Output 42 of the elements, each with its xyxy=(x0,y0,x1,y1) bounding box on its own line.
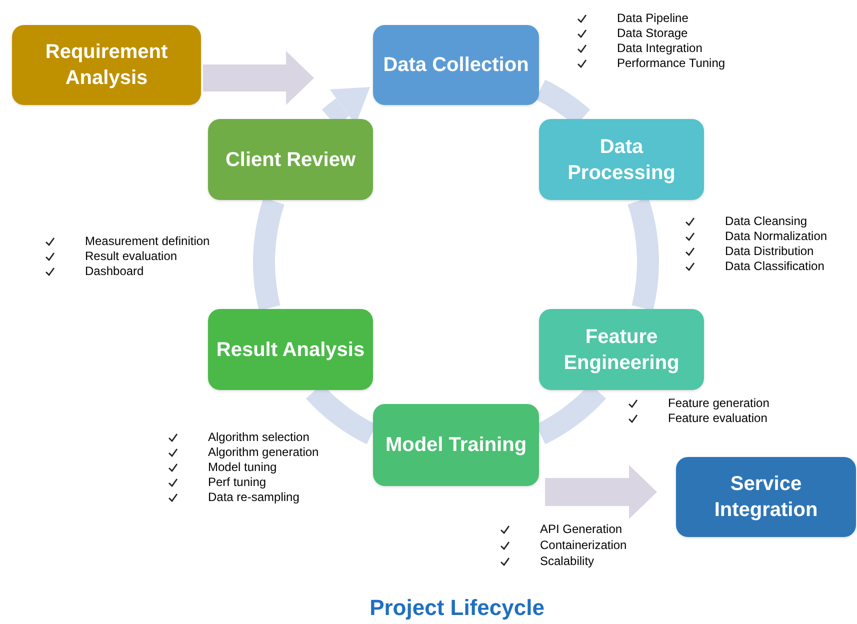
checklist-item: Feature generation xyxy=(668,396,770,411)
box-title: Data Collection xyxy=(383,53,529,78)
box-title: Result Analysis xyxy=(216,338,365,362)
checklist-item: Containerization xyxy=(540,538,627,553)
process-box xyxy=(539,309,704,390)
checklist-item: Data Cleansing xyxy=(725,214,808,229)
checklist-item: Perf tuning xyxy=(208,475,266,490)
box-title: Service Integration xyxy=(713,472,819,523)
box-title: Data Processing xyxy=(566,134,676,186)
checklist-item: Performance Tuning xyxy=(617,56,726,71)
checklist-item: Feature evaluation xyxy=(668,411,768,426)
checklist-item: Result evaluation xyxy=(85,249,178,264)
checklist-item: Measurement definition xyxy=(85,234,210,249)
checklist-item: Data Classification xyxy=(725,259,824,274)
box-title: Model Training xyxy=(385,433,527,458)
checklist-item: Algorithm selection xyxy=(208,430,310,445)
process-box xyxy=(539,119,704,200)
process-box xyxy=(12,25,201,105)
cycle-arc xyxy=(627,198,659,310)
process-box xyxy=(373,404,539,486)
checklist-item: Scalability xyxy=(540,554,594,569)
checklist-item: Data Storage xyxy=(617,26,688,41)
process-box xyxy=(676,457,856,537)
process-box xyxy=(208,119,373,200)
process-box xyxy=(373,25,539,105)
diagram-title: Project Lifecycle xyxy=(368,594,546,622)
cycle-arc xyxy=(253,198,285,310)
checklist-item: Data Normalization xyxy=(725,229,828,244)
checklist-item: Data Pipeline xyxy=(617,11,688,26)
checklist-item: Data re-sampling xyxy=(208,490,300,505)
checklist-item: Dashboard xyxy=(85,264,144,279)
checklist-item: API Generation xyxy=(540,522,622,537)
box-title: Requirement Analysis xyxy=(44,40,169,91)
box-title: Feature Engineering xyxy=(562,324,680,376)
checklist-item: Data Integration xyxy=(617,41,702,56)
checklist-item: Data Distribution xyxy=(725,244,814,259)
checklist-item: Model tuning xyxy=(208,460,277,475)
block-arrow xyxy=(203,51,314,105)
box-title: Client Review xyxy=(225,148,356,172)
process-box xyxy=(208,309,373,390)
block-arrow xyxy=(545,465,657,519)
checklist-item: Algorithm generation xyxy=(208,445,319,460)
